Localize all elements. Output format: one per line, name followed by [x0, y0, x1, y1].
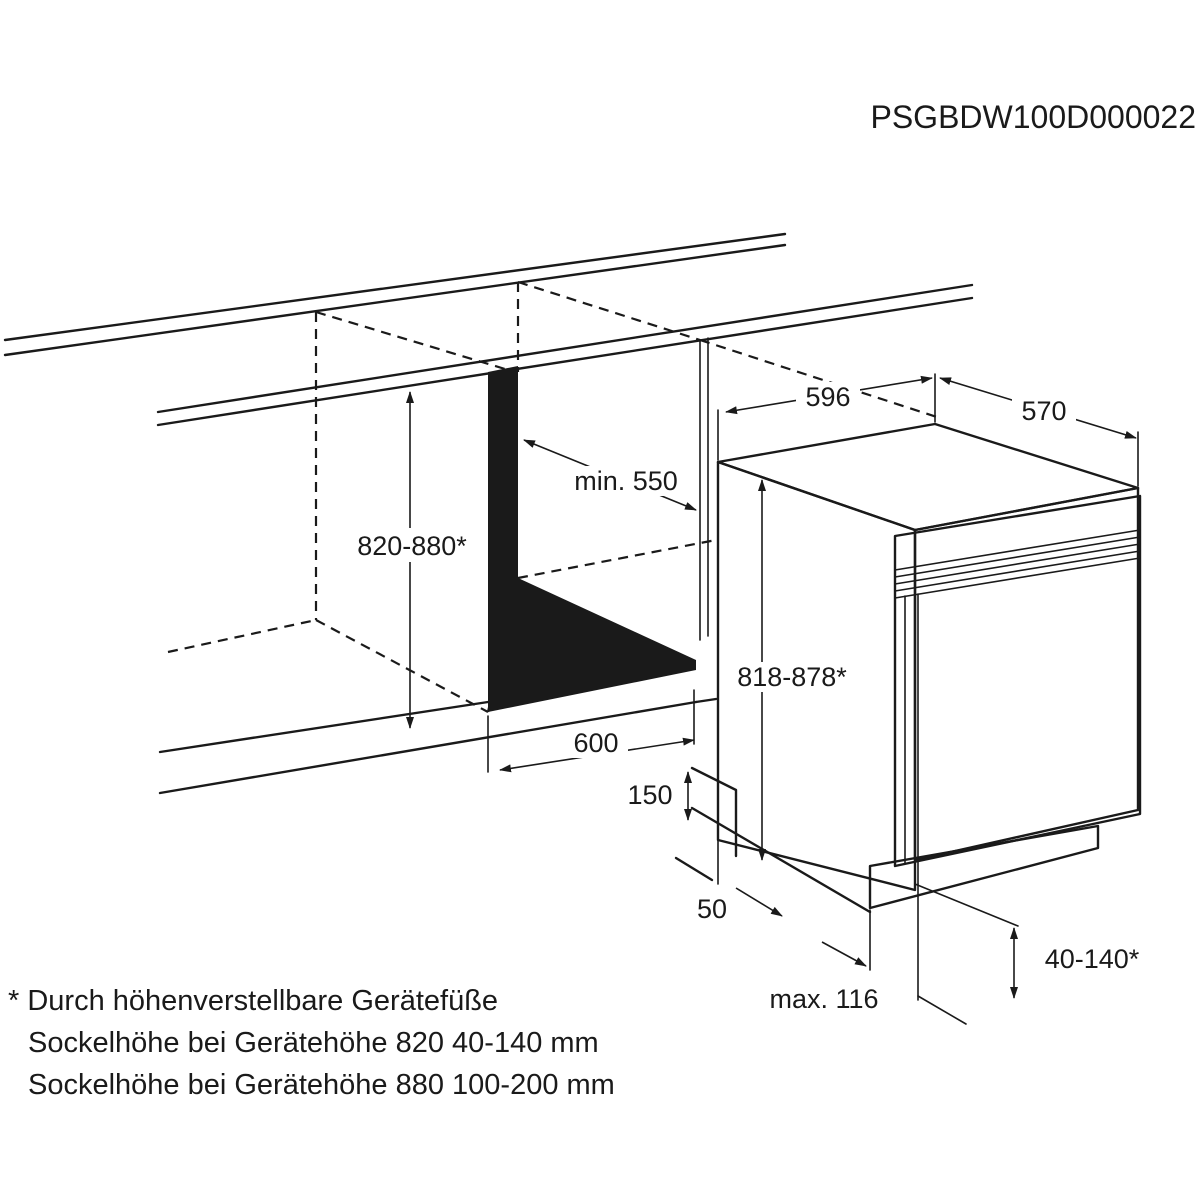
min-depth-label: min. 550 [574, 466, 678, 496]
plinth-cutout-depth-label: 50 [697, 894, 727, 924]
dishwasher [716, 422, 1142, 910]
plinth-max-label: max. 116 [769, 984, 878, 1014]
plinth-cutout-height-label: 150 [627, 780, 672, 810]
niche-height-label: 820-880* [357, 531, 467, 561]
niche-width-label: 600 [573, 728, 618, 758]
dimension-labels: 820-880* 600 min. 550 596 570 818-878* 1… [344, 382, 1140, 1014]
plinth-cutout [674, 766, 872, 914]
unit-width-label: 596 [805, 382, 850, 412]
footnote-line-3: Sockelhöhe bei Gerätehöhe 880 100-200 mm [28, 1069, 615, 1101]
niche-side-panel [488, 337, 709, 712]
footnote-line-2: Sockelhöhe bei Gerätehöhe 820 40-140 mm [28, 1027, 599, 1059]
control-panel [894, 529, 1141, 599]
worktop [3, 232, 974, 427]
cabinet-base [158, 697, 718, 795]
footnote: * Durch höhenverstellbare Gerätefüße Soc… [8, 985, 615, 1101]
plinth-height-label: 40-140* [1045, 944, 1140, 974]
unit-depth-label: 570 [1021, 396, 1066, 426]
footnote-line-1: * Durch höhenverstellbare Gerätefüße [8, 985, 498, 1017]
unit-height-label: 818-878* [737, 662, 847, 692]
drawing-code: PSGBDW100D000022 [870, 99, 1196, 135]
